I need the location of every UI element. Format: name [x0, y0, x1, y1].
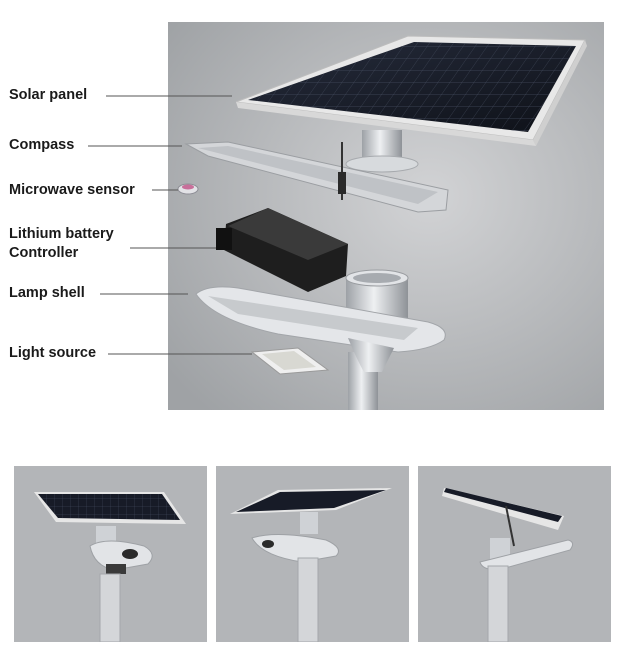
label-lithium-battery: Lithium battery [9, 226, 114, 242]
lithium-battery [216, 208, 348, 292]
thumbnail-front-view [14, 466, 207, 642]
label-lamp-shell: Lamp shell [9, 285, 85, 301]
label-microwave-sensor: Microwave sensor [9, 182, 135, 198]
label-light-source: Light source [9, 345, 97, 361]
thumbnail-side-view [216, 466, 409, 642]
lamp-shell [195, 286, 446, 372]
solar-panel [235, 35, 587, 146]
label-controller: Controller [9, 245, 79, 261]
compass-bracket [184, 141, 449, 213]
light-source [250, 347, 330, 375]
thumbnail-back-view [418, 466, 611, 642]
label-solar-panel: Solar panel [9, 87, 88, 103]
exploded-view-figure [168, 22, 604, 410]
label-compass: Compass [9, 137, 75, 153]
panel-mount [345, 130, 419, 173]
microwave-sensor [177, 183, 199, 195]
